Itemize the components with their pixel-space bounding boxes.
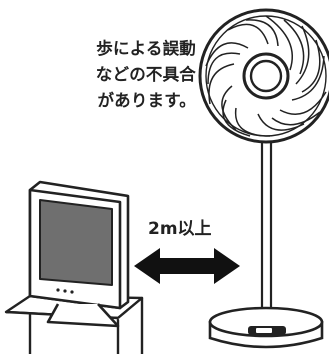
double-arrow-icon [134,248,240,284]
electric-fan-icon [198,8,329,349]
warning-caption: 歩による誤動 などの不具合 があります。 [0,36,196,114]
caption-line: 歩による誤動 [96,39,196,58]
computer-monitor-icon [28,180,130,328]
caption-line: があります。 [97,91,196,110]
caption-line: などの不具合 [95,65,196,84]
distance-label: 2m以上 [148,219,212,239]
